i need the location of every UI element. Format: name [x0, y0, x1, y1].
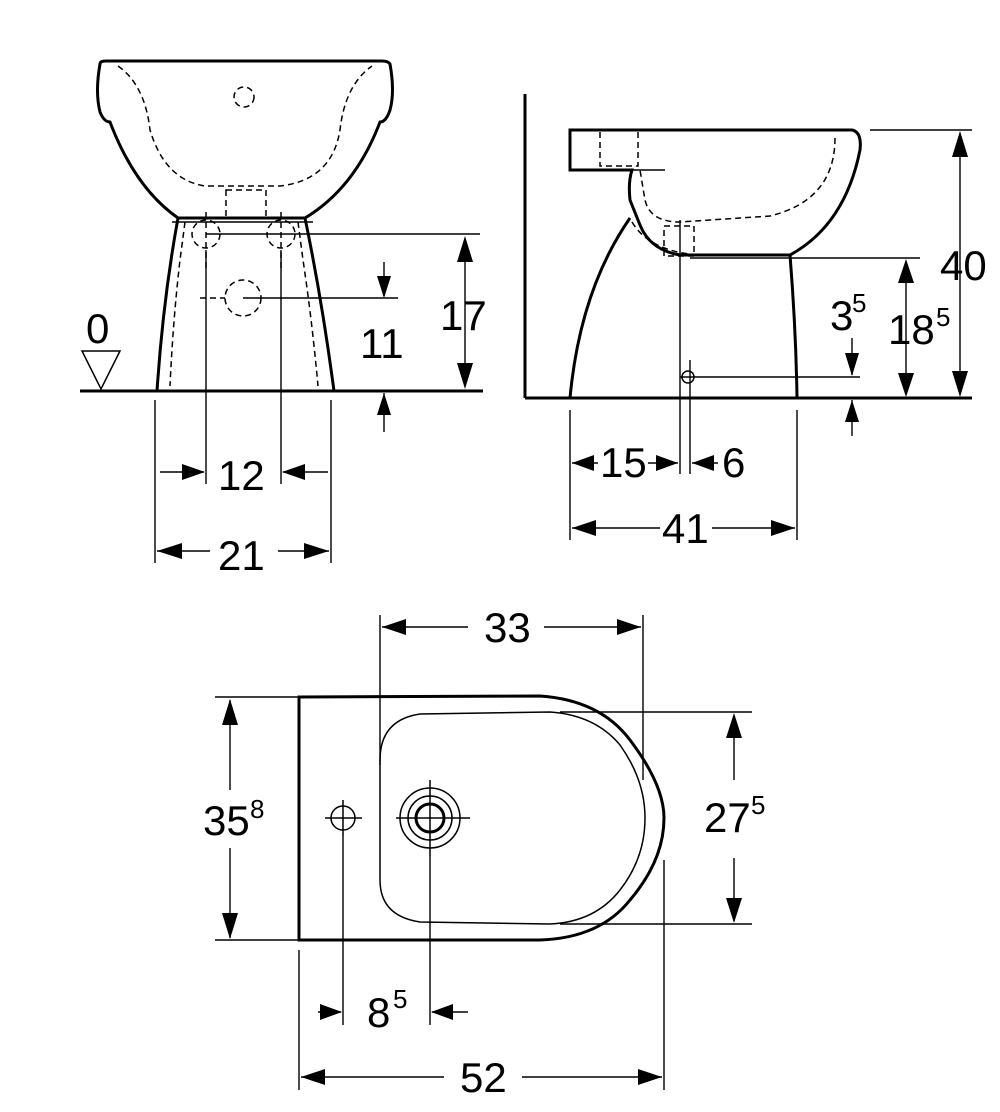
- hidden-pedestal-right: [297, 221, 319, 387]
- dim-label-33: 33: [484, 604, 531, 651]
- arrow-15-left-icon: [572, 455, 594, 471]
- inner-bowl-hidden-side: [639, 137, 836, 223]
- arrow-18-5-top-icon: [898, 259, 914, 283]
- dim-label-21: 21: [218, 532, 265, 579]
- arrow-8-5-left-icon: [320, 1004, 342, 1020]
- top-view: 33 35 8 27 5 8 5 52: [203, 604, 765, 1101]
- arrow-40-top-icon: [952, 131, 968, 157]
- arrow-17-top-icon: [457, 236, 473, 262]
- arrow-15-right-icon: [656, 455, 678, 471]
- hidden-waste-side: [663, 225, 695, 257]
- level-label: 0: [86, 305, 109, 352]
- arrow-52-right-icon: [638, 1069, 662, 1085]
- hidden-overflow: [599, 129, 639, 167]
- arrow-41-right-icon: [771, 520, 795, 536]
- dim-label-27-5: 27: [704, 794, 751, 841]
- arrow-3-5-top-icon: [845, 353, 859, 376]
- arrow-6-icon: [692, 455, 714, 471]
- dim-label-17: 17: [440, 292, 487, 339]
- arrow-41-left-icon: [572, 520, 596, 536]
- arrow-52-left-icon: [301, 1069, 325, 1085]
- dim-label-18-5: 18: [888, 306, 935, 353]
- arrow-11-bottom-icon: [377, 393, 391, 415]
- arrow-21-left-icon: [157, 543, 182, 559]
- bowl-side-outline: [568, 128, 862, 257]
- inner-bowl-hidden: [117, 65, 373, 187]
- dim-label-52: 52: [460, 1054, 507, 1101]
- hidden-drain: [225, 189, 267, 219]
- front-view: 0 17 11: [80, 59, 487, 579]
- dim-sup-27-5: 5: [751, 790, 765, 820]
- arrow-11-top-icon: [377, 276, 391, 298]
- hidden-trap: [631, 221, 701, 256]
- arrow-27-5-top-icon: [726, 713, 742, 738]
- dim-label-35-8: 35: [203, 797, 250, 844]
- arrow-35-8-top-icon: [222, 699, 238, 725]
- pedestal-right: [303, 217, 336, 392]
- arrow-12-right-icon: [282, 464, 305, 480]
- dim-sup-3-5: 5: [852, 288, 866, 318]
- arrow-12-left-icon: [182, 464, 205, 480]
- pedestal-left: [155, 217, 180, 392]
- arrow-27-5-bottom-icon: [726, 898, 742, 923]
- dim-sup-18-5: 5: [936, 302, 950, 332]
- dim-label-3-5: 3: [830, 292, 853, 339]
- dim-label-6: 6: [722, 439, 745, 486]
- dim-sup-8-5: 5: [393, 984, 407, 1014]
- arrow-21-right-icon: [304, 543, 329, 559]
- dim-label-8-5: 8: [367, 989, 390, 1036]
- arrow-40-bottom-icon: [952, 371, 968, 397]
- dim-label-12: 12: [218, 452, 265, 499]
- arrow-18-5-bottom-icon: [898, 373, 914, 397]
- bowl-outline: [96, 59, 394, 220]
- arrow-33-right-icon: [617, 619, 641, 635]
- dim-label-11: 11: [360, 320, 404, 367]
- inner-bowl-top: [379, 711, 646, 925]
- side-view: 40 18 5 3 5 15 6 41: [523, 94, 987, 552]
- level-triangle-icon: [80, 350, 122, 391]
- arrow-17-bottom-icon: [457, 363, 473, 389]
- dim-sup-35-8: 8: [250, 794, 264, 824]
- arrow-3-5-bottom-icon: [845, 400, 859, 422]
- dim-label-41: 41: [662, 505, 709, 552]
- hidden-pedestal-left: [169, 221, 186, 387]
- dim-label-15: 15: [600, 439, 647, 486]
- arrow-8-5-right-icon: [431, 1004, 453, 1020]
- top-outline: [297, 694, 666, 942]
- dim-label-40: 40: [940, 242, 987, 289]
- arrow-33-left-icon: [382, 619, 406, 635]
- pedestal-back: [788, 254, 799, 399]
- arrow-35-8-bottom-icon: [222, 913, 238, 939]
- tap-hole-icon: [233, 86, 255, 108]
- pedestal-front: [568, 217, 632, 399]
